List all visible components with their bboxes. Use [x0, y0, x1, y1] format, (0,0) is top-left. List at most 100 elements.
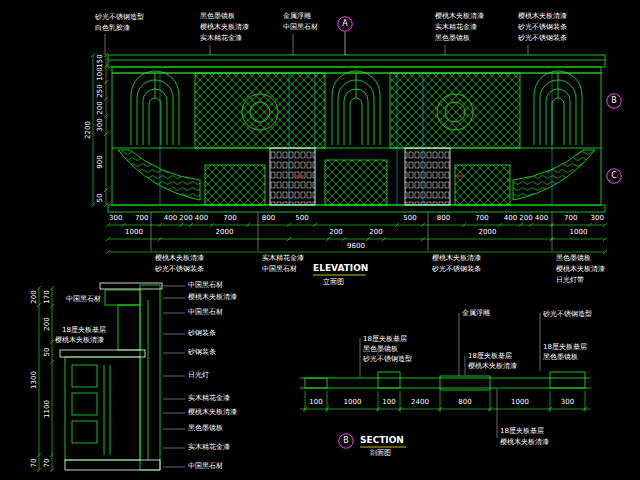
dimension-text: 100: [309, 399, 322, 406]
material-label: 砂光不锈钢装条: [518, 24, 567, 31]
dimension-text: 500: [403, 215, 416, 222]
dimension-text: 200: [369, 229, 382, 236]
dimension-text: 170: [44, 290, 51, 303]
dimension-text: 100: [97, 67, 104, 80]
material-label: 实木精花金漆: [200, 35, 242, 42]
dimension-text: 800: [437, 215, 450, 222]
dimension-text: 300: [591, 215, 604, 222]
dimension-text: 200: [179, 215, 192, 222]
material-label: 中国黑石材: [283, 24, 318, 31]
dimension-text: 50: [97, 193, 104, 202]
material-label: 砂光不锈钢装条: [155, 266, 204, 273]
dimension-text: 150: [97, 54, 104, 67]
section-desk: [65, 285, 160, 470]
dimension-text: 2000: [216, 229, 234, 236]
dimension-text: 700: [564, 215, 577, 222]
material-label: 18厘夹板基层: [500, 428, 544, 435]
material-label: 樱桃木夹板清漆: [518, 13, 567, 20]
dimension-text: 800: [262, 215, 275, 222]
material-label: 樱桃木夹板清漆: [468, 363, 517, 370]
material-label: 樱桃木夹板清漆: [55, 337, 104, 344]
dimension-text: 400: [164, 215, 177, 222]
material-label: 樱桃木夹板清漆: [200, 24, 249, 31]
dimension-text: 400: [504, 215, 517, 222]
material-label: 中国黑石材: [262, 266, 297, 273]
material-label: 18厘夹板基层: [363, 336, 407, 343]
material-label: 18厘夹板基层: [62, 327, 106, 334]
dimension-text: 1000: [511, 399, 529, 406]
marker-letter: A: [337, 16, 353, 32]
dimension-text: 2000: [479, 229, 497, 236]
dimension-text: 200: [329, 229, 342, 236]
dimension-text: 400: [195, 215, 208, 222]
material-label: 黑色墨镜板: [188, 425, 223, 432]
dimension-text: 200: [31, 290, 38, 303]
material-label: 日光灯带: [556, 277, 584, 284]
material-label: 砂光不锈钢造型: [363, 356, 412, 363]
material-label: 实木精花金漆: [262, 255, 304, 262]
dimension-text: 1300: [31, 371, 38, 389]
dimension-text: 800: [458, 399, 471, 406]
material-label: 实木精花金漆: [188, 444, 230, 451]
material-label: 18厘夹板基层: [543, 344, 587, 351]
material-label: 金属浮雕: [283, 13, 311, 20]
material-label: 18厘夹板基层: [468, 353, 512, 360]
material-label: 樱桃木夹板清漆: [556, 266, 605, 273]
section-plan: [300, 372, 590, 390]
dimension-text: 200: [519, 215, 532, 222]
dimension-text: 300: [109, 215, 122, 222]
material-label: 中国黑石材: [188, 309, 223, 316]
dimension-text: 500: [295, 215, 308, 222]
material-label: 立面图: [323, 279, 344, 286]
material-label: 砂钢装条: [188, 349, 216, 356]
material-label: 樱桃木夹板清漆: [188, 294, 237, 301]
dimension-text: 400: [535, 215, 548, 222]
dimension-text: 300: [561, 399, 574, 406]
dimension-text: 200: [44, 317, 51, 330]
material-label: 黑色墨镜板: [435, 35, 470, 42]
dimension-text: 1000: [125, 229, 143, 236]
leader-lines: [105, 34, 552, 467]
material-label: 中国黑石材: [66, 296, 101, 303]
material-label: 剖面图: [370, 450, 391, 457]
dimension-text: 900: [97, 155, 104, 168]
dimension-text: 700: [475, 215, 488, 222]
material-label: 黑色墨镜板: [543, 354, 578, 361]
material-label: 砂光不锈钢装条: [432, 266, 481, 273]
dimension-text: 200: [97, 101, 104, 114]
material-label: 黑色墨镜板: [200, 13, 235, 20]
section-marker: C: [606, 168, 622, 184]
material-label: 实木精花金漆: [188, 395, 230, 402]
material-label: 樱桃木夹板清漆: [435, 13, 484, 20]
dimension-text: 1100: [44, 400, 51, 418]
dimension-text: 1000: [570, 229, 588, 236]
dimension-text: 2400: [411, 399, 429, 406]
material-label: 樱桃木夹板清漆: [500, 439, 549, 446]
section-marker: B: [338, 433, 354, 449]
material-label: 金属浮雕: [462, 310, 490, 317]
elevation: [108, 55, 605, 212]
material-label: 砂钢装条: [188, 330, 216, 337]
marker-letter: C: [606, 168, 622, 184]
dimension-text: 9600: [347, 243, 365, 250]
material-label: 中国黑石材: [188, 463, 223, 470]
dimension-text: 70: [44, 458, 51, 467]
view-title: SECTION: [360, 436, 404, 445]
dimension-text: 100: [382, 399, 395, 406]
section-marker: A: [337, 16, 353, 32]
material-label: 砂光不锈钢造型: [95, 14, 144, 21]
dimension-lines: [37, 53, 607, 472]
material-label: 黑色墨镜板: [556, 255, 591, 262]
section-marker: B: [606, 93, 622, 109]
dimension-text: 300: [97, 118, 104, 131]
marker-letter: B: [338, 433, 354, 449]
dimension-text: 50: [44, 348, 51, 357]
material-label: 白色乳胶漆: [95, 25, 130, 32]
material-label: 中国黑石材: [188, 282, 223, 289]
marker-letter: B: [606, 93, 622, 109]
dimension-text: 2200: [85, 121, 92, 139]
dimension-text: 1000: [344, 399, 362, 406]
material-label: 黑色墨镜板: [363, 346, 398, 353]
dimension-text: 700: [135, 215, 148, 222]
view-title: ELEVATION: [313, 264, 368, 273]
